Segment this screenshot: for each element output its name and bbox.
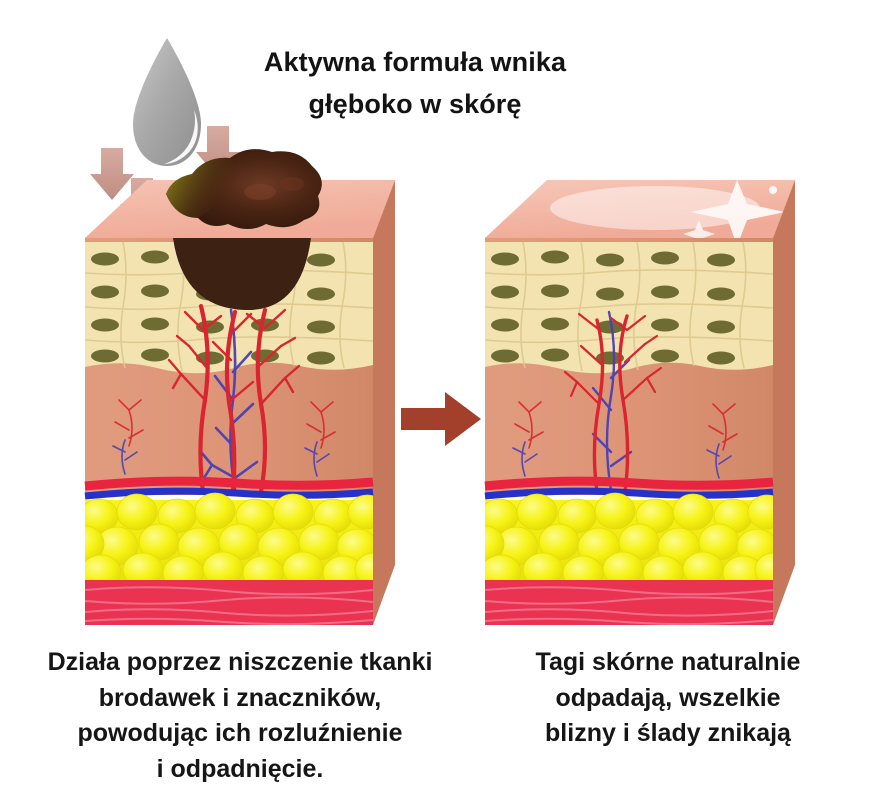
vein-band bbox=[484, 487, 774, 500]
caption-after-line-1: Tagi skórne naturalnie bbox=[535, 648, 801, 676]
vein-band bbox=[84, 487, 374, 500]
subcutaneous-fat-layer bbox=[85, 492, 373, 582]
serum-droplet-icon bbox=[118, 32, 216, 172]
epidermis-cell-layer bbox=[485, 241, 773, 374]
skin-block-side-face bbox=[773, 180, 795, 625]
page-title: Aktywna formuła wnika głęboko w skórę bbox=[200, 42, 630, 126]
skin-block-after bbox=[484, 160, 795, 626]
caption-after-line-3: blizny i ślady znikają bbox=[545, 719, 791, 747]
caption-after: Tagi skórne naturalnie odpadają, wszelki… bbox=[468, 645, 868, 752]
caption-before-line-2: brodawek i znaczników, bbox=[98, 683, 382, 712]
lesion-root-crater bbox=[173, 238, 311, 311]
headline-line-2: głęboko w skórę bbox=[308, 88, 522, 119]
artery-band bbox=[84, 476, 374, 491]
muscle-layer bbox=[484, 580, 774, 626]
caption-before-line-1: Działa poprzez niszczenie tkanki bbox=[47, 648, 433, 676]
caption-before-line-4: i odpadnięcie. bbox=[156, 754, 324, 783]
right-arrow-icon bbox=[399, 388, 483, 450]
vessel-network bbox=[512, 310, 738, 494]
sparkle-shine-icon bbox=[683, 220, 715, 238]
headline-line-1: Aktywna formuła wnika bbox=[263, 47, 567, 77]
glossy-highlight bbox=[550, 180, 785, 238]
caption-before-line-3: powodując ich rozluźnienie bbox=[77, 719, 403, 747]
vessel-network bbox=[112, 303, 336, 495]
subcutaneous-fat-layer bbox=[485, 492, 773, 582]
caption-before: Działa poprzez niszczenie tkanki brodawe… bbox=[10, 645, 470, 787]
sparkle-shine-icon bbox=[691, 180, 785, 238]
artery-band bbox=[484, 476, 774, 491]
caption-after-line-2: odpadają, wszelkie bbox=[555, 683, 781, 712]
wart-skin-tag-lesion bbox=[148, 138, 338, 248]
skin-block-before bbox=[84, 160, 395, 626]
skin-surface-top-face bbox=[485, 180, 795, 238]
muscle-layer bbox=[84, 580, 374, 626]
skin-block-side-face bbox=[373, 180, 395, 625]
